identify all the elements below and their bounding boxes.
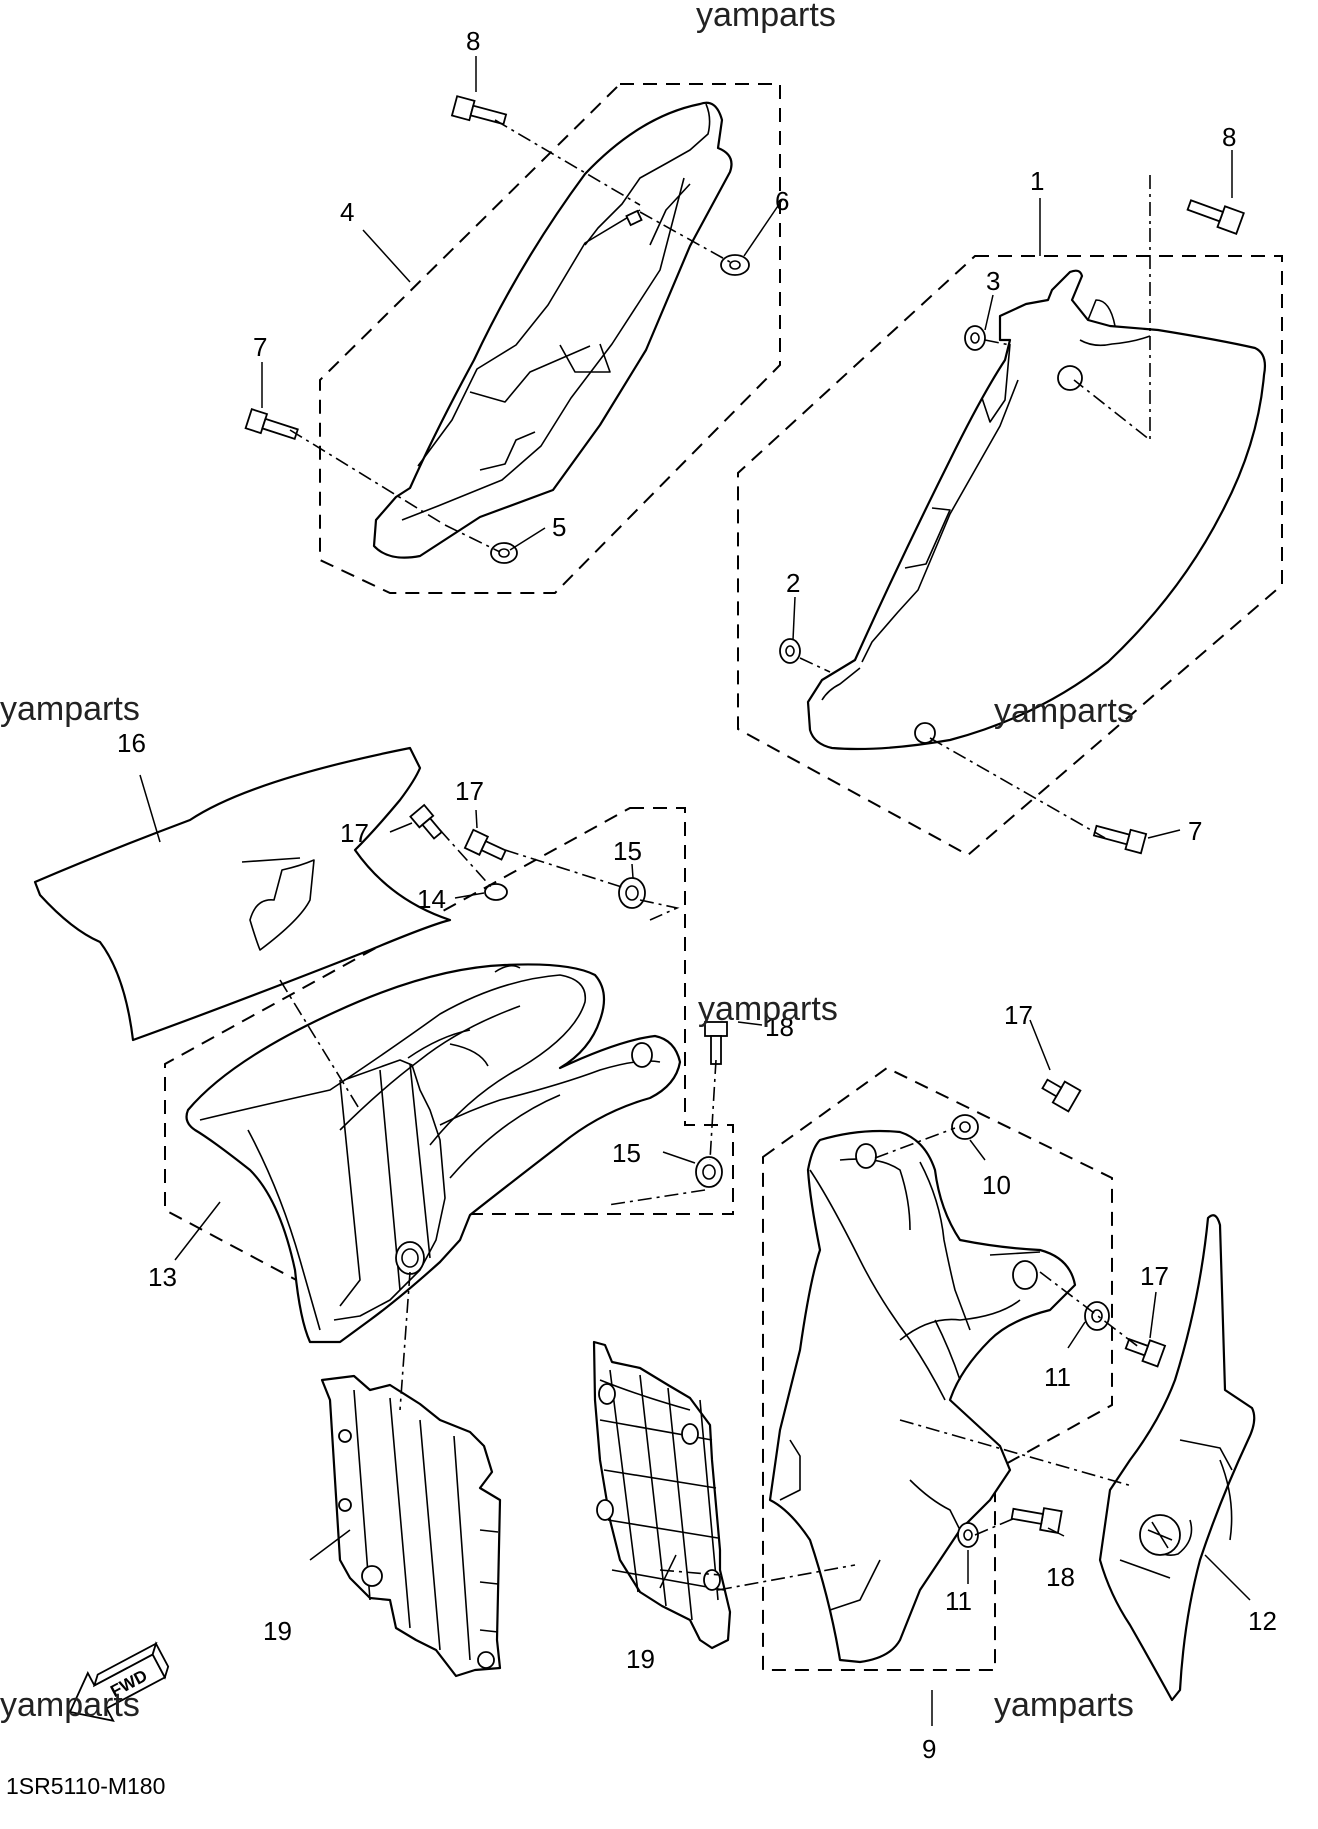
group-outline-4 bbox=[319, 83, 781, 594]
callout-15: 15 bbox=[613, 836, 642, 866]
callout-9: 9 bbox=[922, 1734, 936, 1764]
part-4-side-cover bbox=[372, 101, 733, 559]
watermark: yamparts bbox=[994, 1686, 1134, 1724]
callout-17: 17 bbox=[1004, 1000, 1033, 1030]
group-outline-9 bbox=[762, 1066, 1113, 1671]
callout-10: 10 bbox=[982, 1170, 1011, 1200]
part-1-side-cover bbox=[806, 269, 1267, 751]
callout-7: 7 bbox=[253, 332, 267, 362]
callout-numbers: 8 8 1 6 4 3 7 5 2 16 7 17 17 15 14 18 17… bbox=[117, 26, 1277, 1764]
watermarks: yamparts yamparts yamparts yamparts yamp… bbox=[0, 0, 1134, 1724]
callout-12: 12 bbox=[1248, 1606, 1277, 1636]
callout-15: 15 bbox=[612, 1138, 641, 1168]
callout-16: 16 bbox=[117, 728, 146, 758]
watermark: yamparts bbox=[0, 690, 140, 728]
part-9-radiator-cover bbox=[768, 1129, 1077, 1664]
callout-4: 4 bbox=[340, 197, 354, 227]
callout-7: 7 bbox=[1188, 816, 1202, 846]
assembly-lines bbox=[279, 119, 1151, 1591]
callout-11: 11 bbox=[945, 1586, 972, 1616]
watermark: yamparts bbox=[698, 990, 838, 1028]
group-outline-13 bbox=[164, 807, 734, 1300]
callout-2: 2 bbox=[786, 568, 800, 598]
part-19-louver-right bbox=[592, 1340, 732, 1650]
callout-14: 14 bbox=[417, 884, 446, 914]
diagram-code: 1SR5110-M180 bbox=[6, 1773, 165, 1799]
callout-19: 19 bbox=[626, 1644, 655, 1674]
part-19-louver-left bbox=[320, 1374, 502, 1678]
callout-17: 17 bbox=[455, 776, 484, 806]
part-13-radiator-cover bbox=[185, 963, 682, 1344]
callout-1: 1 bbox=[1030, 166, 1044, 196]
callout-19: 19 bbox=[263, 1616, 292, 1646]
watermark: yamparts bbox=[0, 1686, 140, 1724]
watermark: yamparts bbox=[696, 0, 836, 34]
callout-13: 13 bbox=[148, 1262, 177, 1292]
hardware bbox=[244, 95, 1245, 1548]
callout-18: 18 bbox=[1046, 1562, 1075, 1592]
group-outline-1 bbox=[737, 255, 1283, 857]
callout-6: 6 bbox=[775, 186, 789, 216]
callout-5: 5 bbox=[552, 512, 566, 542]
watermark: yamparts bbox=[994, 692, 1134, 730]
callout-8: 8 bbox=[466, 26, 480, 56]
part-12-decal bbox=[1098, 1214, 1256, 1702]
callout-17: 17 bbox=[1140, 1261, 1169, 1291]
callout-3: 3 bbox=[986, 266, 1000, 296]
washer-6 bbox=[720, 254, 750, 276]
callout-8: 8 bbox=[1222, 122, 1236, 152]
callout-18: 18 bbox=[765, 1012, 794, 1042]
part-16-graphic-decal bbox=[33, 746, 452, 1042]
callout-11: 11 bbox=[1044, 1362, 1071, 1392]
fwd-arrow-icon: FWD bbox=[68, 1641, 170, 1723]
washer-5 bbox=[490, 542, 518, 564]
callout-17: 17 bbox=[340, 818, 369, 848]
leader-lines bbox=[139, 56, 1251, 1726]
